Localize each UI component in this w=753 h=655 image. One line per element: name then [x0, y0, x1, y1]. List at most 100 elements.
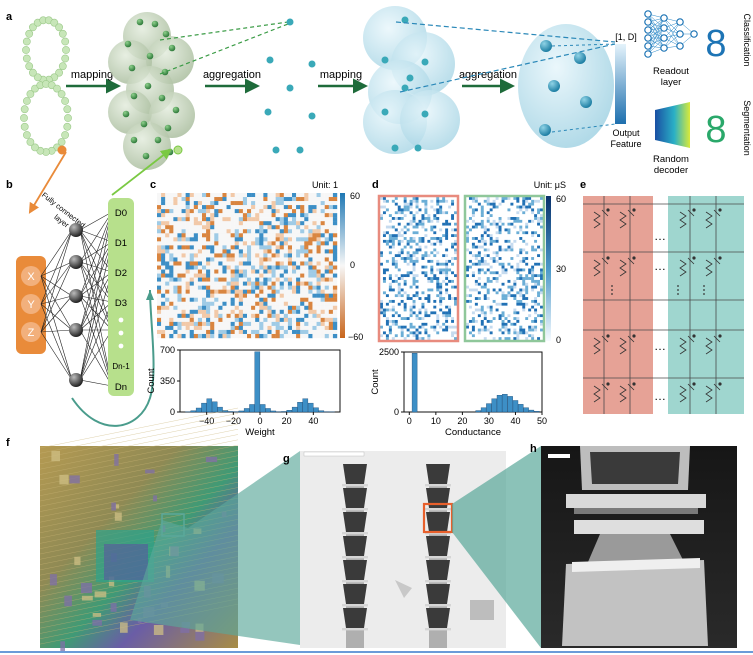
- heatmap-cell: [501, 311, 505, 315]
- heatmap-cell: [433, 259, 437, 263]
- grouped-point: [140, 120, 148, 128]
- heatmap-cell: [412, 251, 416, 255]
- heatmap-cell: [210, 193, 215, 198]
- heatmap-cell: [451, 297, 455, 301]
- heatmap-cell: [316, 325, 321, 331]
- output-node-label: Dn: [115, 382, 127, 393]
- heatmap-cell: [516, 251, 520, 255]
- heatmap-cell: [534, 322, 538, 326]
- heatmap-cell: [540, 302, 544, 306]
- heatmap-cell: [436, 197, 440, 201]
- heatmap-cell: [222, 225, 227, 230]
- heatmap-cell: [226, 229, 231, 234]
- chip-block: [81, 595, 93, 601]
- heatmap-cell: [210, 205, 215, 210]
- heatmap-cell: [477, 291, 482, 295]
- heatmap-cell: [424, 214, 428, 218]
- heatmap-cell: [263, 285, 268, 290]
- heatmap-cell: [193, 217, 199, 222]
- heatmap-cell: [287, 321, 293, 327]
- heatmap-cell: [498, 291, 502, 295]
- heatmap-cell: [507, 199, 511, 203]
- heatmap-cell: [445, 282, 449, 286]
- heatmap-cell: [507, 219, 511, 223]
- heatmap-cell: [507, 271, 511, 275]
- heatmap-cell: [412, 228, 416, 232]
- heatmap-cell: [406, 219, 410, 223]
- heatmap-border-green: [463, 194, 546, 343]
- heatmap-cell: [218, 297, 223, 302]
- memristor-cell: [619, 257, 635, 277]
- heatmap-cell: [304, 249, 309, 254]
- heatmap-cell: [403, 197, 407, 201]
- heatmap-cell: [214, 261, 219, 266]
- heatmap-cell: [308, 285, 313, 290]
- heatmap-cell: [202, 285, 207, 290]
- heatmap-cell: [537, 314, 541, 318]
- heatmap-cell: [498, 234, 502, 238]
- heatmap-cell: [259, 329, 264, 335]
- heatmap-cell: [430, 319, 434, 324]
- heatmap-cell: [466, 219, 470, 223]
- heatmap-cell: [385, 302, 390, 306]
- heatmap-cell: [287, 281, 293, 286]
- heatmap-cell: [501, 319, 505, 324]
- heatmap-cell: [427, 302, 431, 306]
- heatmap-cell: [507, 239, 511, 243]
- heatmap-cell: [421, 259, 425, 263]
- heatmap-cell: [202, 205, 207, 210]
- heatmap-cell: [324, 225, 330, 230]
- heatmap-cell: [507, 248, 511, 252]
- heatmap-cell: [507, 277, 511, 281]
- heatmap-cell: [454, 302, 458, 306]
- heatmap-cell: [430, 231, 434, 235]
- heatmap-cell: [477, 314, 482, 318]
- heatmap-cell: [510, 251, 514, 255]
- heatmap-cell: [409, 245, 413, 249]
- colorbar-c-tick-top: 60: [350, 191, 360, 201]
- heatmap-cell: [528, 271, 532, 275]
- heatmap-cell: [468, 268, 473, 272]
- heatmap-cell: [516, 317, 520, 321]
- heatmap-cell: [255, 261, 260, 266]
- heatmap-cell: [442, 322, 446, 326]
- heatmap-cell: [255, 321, 260, 327]
- heatmap-cell: [522, 288, 526, 292]
- memristor-cell: [705, 257, 721, 277]
- heatmap-cell: [436, 334, 440, 338]
- heatmap-cell: [226, 309, 231, 315]
- fc-edge: [79, 261, 113, 273]
- heatmap-cell: [519, 285, 523, 289]
- heatmap-cell: [534, 197, 538, 201]
- heatmap-cell: [433, 251, 437, 255]
- heatmap-cell: [510, 228, 514, 232]
- heatmap-cell: [234, 225, 240, 230]
- ellipsis-dot: [118, 317, 124, 323]
- heatmap-cell: [537, 248, 541, 252]
- heatmap-cell: [486, 328, 490, 332]
- heatmap-cell: [406, 334, 410, 338]
- heatmap-cell: [504, 231, 508, 235]
- heatmap-cell: [251, 325, 256, 331]
- heatmap-cell: [292, 201, 297, 206]
- heatmap-cell: [471, 334, 476, 338]
- heatmap-cell: [328, 269, 334, 274]
- heatmap-cell: [489, 257, 493, 261]
- heatmap-cell: [454, 288, 458, 292]
- heatmap-cell: [451, 222, 455, 226]
- heatmap-cell: [433, 317, 437, 321]
- heatmap-cell: [513, 334, 517, 338]
- heatmap-cell: [312, 273, 317, 278]
- heatmap-cell: [528, 262, 532, 266]
- heatmap-cell: [513, 222, 517, 226]
- heatmap-cell: [300, 309, 305, 315]
- heatmap-cell: [316, 225, 321, 230]
- heatmap-cell: [388, 325, 393, 329]
- heatmap-cell: [403, 205, 407, 209]
- heatmap-cell: [540, 279, 544, 283]
- heatmap-cell: [242, 265, 248, 270]
- net-node: [660, 34, 668, 42]
- heatmap-cell: [332, 213, 338, 218]
- heatmap-cell: [222, 205, 227, 210]
- heatmap-cell: [169, 237, 174, 242]
